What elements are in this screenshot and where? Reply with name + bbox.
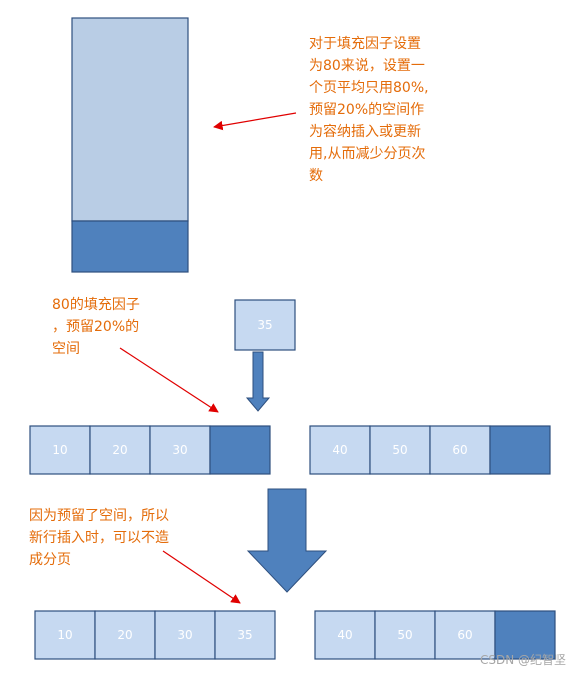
insert-row-value: 35 [257, 318, 272, 332]
row-slot [374, 610, 436, 660]
before-page-2: 40 50 60 [309, 425, 551, 475]
row-value: 60 [457, 628, 472, 642]
row-value: 35 [237, 628, 252, 642]
row-value: 50 [392, 443, 407, 457]
after-page-1: 10 20 30 35 [34, 610, 276, 660]
row-slot [214, 610, 276, 660]
watermark: CSDN @纪智坚 [479, 653, 566, 667]
pointer-arrow-fill-factor [213, 112, 297, 131]
reserved-slot [494, 610, 556, 660]
row-slot [89, 425, 151, 475]
fill-factor-note: 对于填充因子设置 为80来说，设置一 个页平均只用80%, 预留20%的空间作 … [309, 36, 429, 184]
row-slot [369, 425, 431, 475]
row-slot [94, 610, 156, 660]
row-slot [314, 610, 376, 660]
reserved-slot [209, 425, 271, 475]
row-value: 10 [57, 628, 72, 642]
page-block [71, 17, 189, 273]
insert-row-rect [234, 299, 296, 351]
reserved-slot [489, 425, 551, 475]
after-page-2: 40 50 60 [314, 610, 556, 660]
row-value: 40 [337, 628, 352, 642]
big-down-arrow [246, 488, 328, 593]
pointer-arrow-reserved [119, 347, 219, 413]
row-value: 20 [112, 443, 127, 457]
page-used-area [71, 17, 189, 222]
small-down-arrow [245, 351, 271, 412]
row-slot [434, 610, 496, 660]
insert-row-box: 35 [234, 299, 296, 351]
before-page-1: 10 20 30 [29, 425, 271, 475]
row-slot [429, 425, 491, 475]
row-slot [309, 425, 371, 475]
row-value: 10 [52, 443, 67, 457]
row-value: 30 [172, 443, 187, 457]
no-page-split-note: 因为预留了空间，所以 新行插入时，可以不造 成分页 [29, 508, 169, 568]
row-value: 50 [397, 628, 412, 642]
row-value: 20 [117, 628, 132, 642]
row-value: 40 [332, 443, 347, 457]
row-value: 60 [452, 443, 467, 457]
row-slot [34, 610, 96, 660]
pointer-arrow-no-split [162, 550, 241, 604]
row-value: 30 [177, 628, 192, 642]
row-slot [154, 610, 216, 660]
reserved-space-note: 80的填充因子 ，预留20%的 空间 [52, 297, 140, 357]
page-reserved-area [71, 220, 189, 273]
